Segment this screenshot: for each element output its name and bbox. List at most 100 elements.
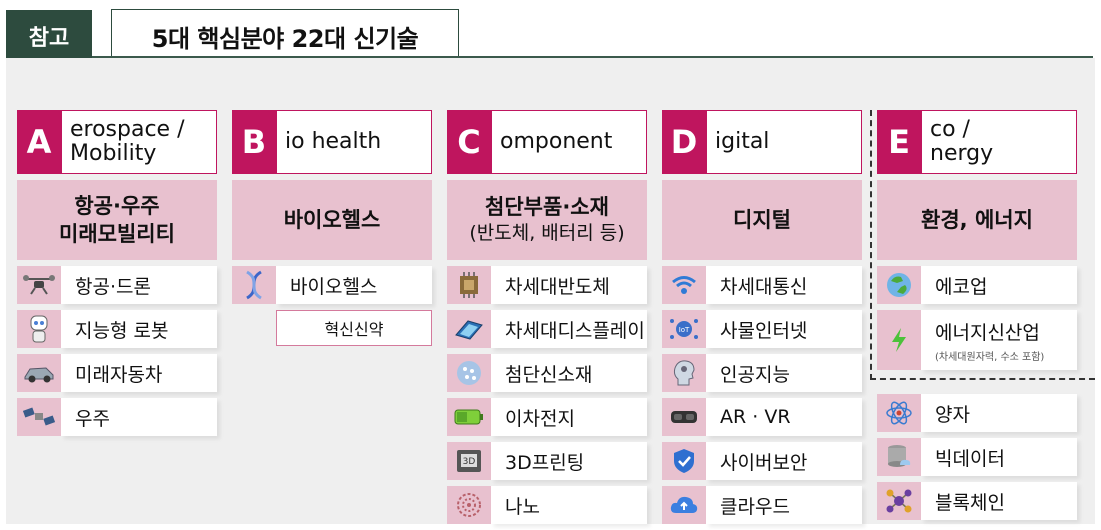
3d-print-icon: 3D	[447, 442, 491, 480]
item-label: 차세대디스플레이	[491, 310, 647, 348]
item-label-group: 에너지신산업 (차세대원자력, 수소 포함)	[921, 310, 1077, 370]
list-item: AR · VR	[662, 398, 862, 436]
nano-icon	[447, 486, 491, 524]
shield-icon	[662, 442, 706, 480]
ai-head-icon	[662, 354, 706, 392]
list-item: 빅데이터	[877, 438, 1077, 476]
list-item: 블록체인	[877, 482, 1077, 520]
page-title: 5대 핵심분야 22대 신기술	[111, 9, 459, 63]
column-korean-title: 환경, 에너지	[877, 180, 1077, 260]
item-label: AR · VR	[706, 398, 862, 436]
list-item: 차세대통신	[662, 266, 862, 304]
column-word: igital	[706, 110, 862, 174]
sub-item-innovative-drug: 혁신신약	[276, 310, 432, 346]
column-header: E co / nergy	[877, 110, 1077, 174]
dna-icon	[232, 266, 276, 304]
column-letter: B	[232, 110, 276, 174]
svg-text:IoT: IoT	[679, 326, 690, 334]
display-icon	[447, 310, 491, 348]
item-label: 차세대반도체	[491, 266, 647, 304]
korean-title-main: 첨단부품·소재	[485, 195, 609, 220]
item-label: 에코업	[921, 266, 1077, 304]
list-item: 에너지신산업 (차세대원자력, 수소 포함)	[877, 310, 1077, 370]
item-label: 인공지능	[706, 354, 862, 392]
list-item: 차세대반도체	[447, 266, 647, 304]
list-item: 지능형 로봇	[17, 310, 217, 348]
item-label: 클라우드	[706, 486, 862, 524]
reference-tag: 참고	[6, 10, 92, 62]
drone-icon	[17, 266, 61, 304]
column-word: erospace / Mobility	[61, 110, 217, 174]
list-item: 인공지능	[662, 354, 862, 392]
column-header: D igital	[662, 110, 862, 174]
satellite-icon	[17, 398, 61, 436]
item-label: 차세대통신	[706, 266, 862, 304]
column-word: co / nergy	[921, 110, 1077, 174]
item-label: 바이오헬스	[276, 266, 432, 304]
item-label: 나노	[491, 486, 647, 524]
list-item: IoT 사물인터넷	[662, 310, 862, 348]
blockchain-icon	[877, 482, 921, 520]
item-label: 사물인터넷	[706, 310, 862, 348]
item-label: 첨단신소재	[491, 354, 647, 392]
list-item: 에코업	[877, 266, 1077, 304]
item-label: 이차전지	[491, 398, 647, 436]
list-item: 차세대디스플레이	[447, 310, 647, 348]
column-letter: C	[447, 110, 491, 174]
column-header: B io health	[232, 110, 432, 174]
battery-icon	[447, 398, 491, 436]
vr-headset-icon	[662, 398, 706, 436]
item-label: 빅데이터	[921, 438, 1077, 476]
item-label: 양자	[921, 394, 1077, 432]
list-item: 양자	[877, 394, 1077, 432]
column-header: C omponent	[447, 110, 647, 174]
column-letter: D	[662, 110, 706, 174]
future-car-icon	[17, 354, 61, 392]
list-item: 클라우드	[662, 486, 862, 524]
list-item: 첨단신소재	[447, 354, 647, 392]
column-korean-title: 디지털	[662, 180, 862, 260]
column-digital: D igital 디지털 차세대통신 IoT 사물인터넷 인공지능 AR ·	[662, 110, 862, 530]
column-biohealth: B io health 바이오헬스 바이오헬스 혁신신약	[232, 110, 432, 346]
wifi-icon	[662, 266, 706, 304]
item-label: 지능형 로봇	[61, 310, 217, 348]
atom-icon	[877, 394, 921, 432]
robot-icon	[17, 310, 61, 348]
item-label: 사이버보안	[706, 442, 862, 480]
column-korean-title: 첨단부품·소재 (반도체, 배터리 등)	[447, 180, 647, 260]
column-component: C omponent 첨단부품·소재 (반도체, 배터리 등) 차세대반도체 차…	[447, 110, 647, 530]
column-letter: E	[877, 110, 921, 174]
list-item: 사이버보안	[662, 442, 862, 480]
cloud-icon	[662, 486, 706, 524]
item-label: 항공·드론	[61, 266, 217, 304]
list-item: 이차전지	[447, 398, 647, 436]
item-label: 미래자동차	[61, 354, 217, 392]
recycle-globe-icon	[877, 266, 921, 304]
item-label: 우주	[61, 398, 217, 436]
column-letter: A	[17, 110, 61, 174]
list-item: 미래자동차	[17, 354, 217, 392]
list-item: 바이오헬스	[232, 266, 432, 304]
item-label: 3D프린팅	[491, 442, 647, 480]
header-divider	[92, 56, 1093, 58]
item-label: 에너지신산업	[935, 321, 1040, 344]
column-header: A erospace / Mobility	[17, 110, 217, 174]
list-item: 3D 3D프린팅	[447, 442, 647, 480]
list-item: 나노	[447, 486, 647, 524]
column-korean-title: 바이오헬스	[232, 180, 432, 260]
lightning-icon	[877, 310, 921, 370]
column-aerospace: A erospace / Mobility 항공·우주 미래모빌리티 항공·드론…	[17, 110, 217, 442]
chip-icon	[447, 266, 491, 304]
list-item: 우주	[17, 398, 217, 436]
column-word: omponent	[491, 110, 647, 174]
item-label: 블록체인	[921, 482, 1077, 520]
column-korean-title: 항공·우주 미래모빌리티	[17, 180, 217, 260]
svg-text:3D: 3D	[463, 457, 476, 467]
iot-icon: IoT	[662, 310, 706, 348]
column-word: io health	[276, 110, 432, 174]
list-item: 항공·드론	[17, 266, 217, 304]
database-icon	[877, 438, 921, 476]
item-note: (차세대원자력, 수소 포함)	[935, 351, 1045, 363]
column-eco-energy: E co / nergy 환경, 에너지 에코업 에너지신산업 (차세대원자력,…	[877, 110, 1077, 526]
material-sphere-icon	[447, 354, 491, 392]
